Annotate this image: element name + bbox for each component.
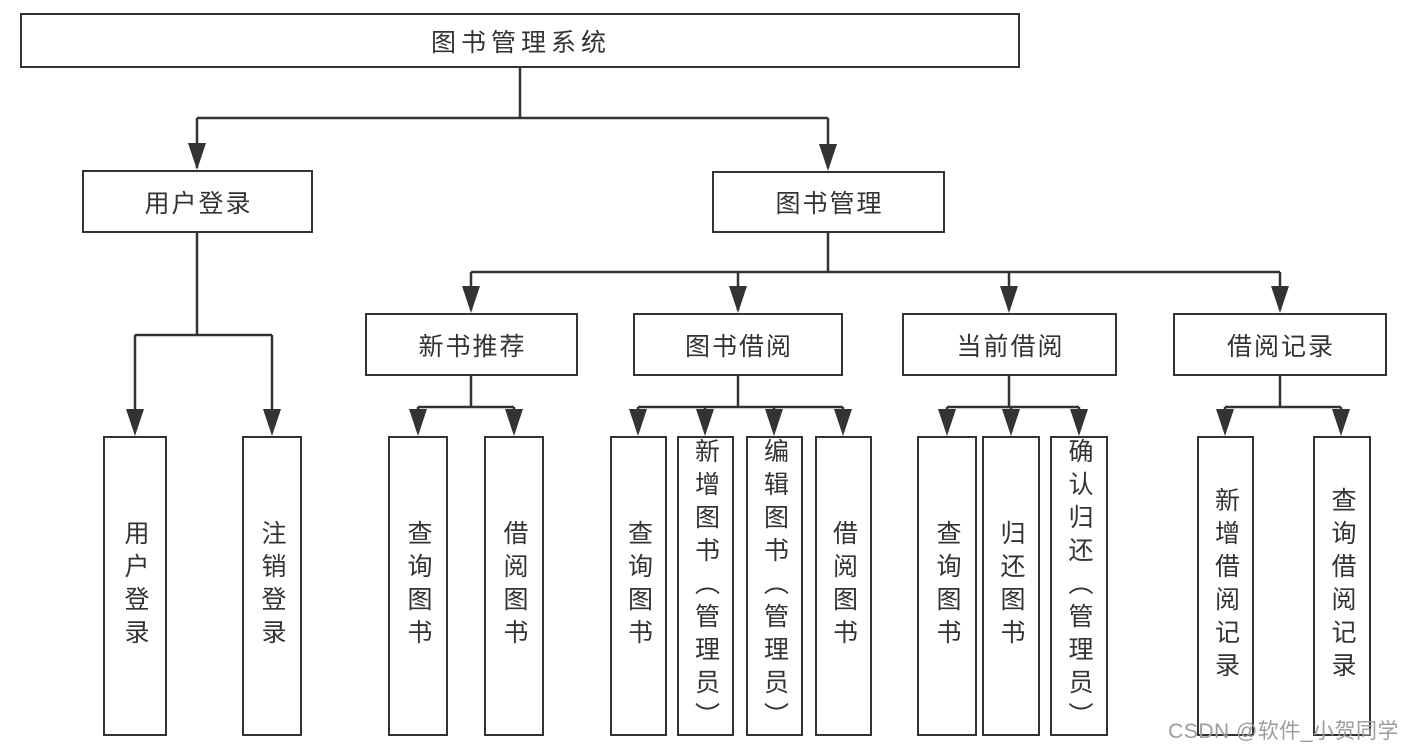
leaf-logout: 注销登录 [242, 436, 302, 736]
leaf-cb-query-books: 查询图书 [917, 436, 977, 736]
leaf-user-login: 用户登录 [103, 436, 167, 736]
node-label: 用户登录 [144, 189, 253, 218]
leaf-br-query-borrow-record: 查询借阅记录 [1313, 436, 1371, 736]
leaf-label: 编辑图书（管理员） [760, 437, 789, 735]
leaf-label: 借阅图书 [500, 520, 528, 652]
node-book-borrowing: 图书借阅 [633, 313, 843, 376]
leaf-cb-confirm-return-admin: 确认归还（管理员） [1050, 436, 1108, 736]
leaf-cb-return-books: 归还图书 [982, 436, 1040, 736]
node-borrowing-records: 借阅记录 [1173, 313, 1387, 376]
leaf-label: 查询借阅记录 [1328, 487, 1356, 685]
leaf-label: 归还图书 [997, 520, 1025, 652]
node-label: 图书管理系统 [430, 28, 611, 57]
leaf-bb-edit-books-admin: 编辑图书（管理员） [746, 436, 803, 736]
leaf-bb-borrow-books: 借阅图书 [815, 436, 872, 736]
node-user-login: 用户登录 [82, 170, 313, 233]
leaf-bb-add-books-admin: 新增图书（管理员） [677, 436, 734, 736]
node-new-book-recommendation: 新书推荐 [365, 313, 578, 376]
csdn-watermark: CSDN @软件_小贺同学 [1168, 720, 1399, 743]
leaf-label: 新增借阅记录 [1211, 487, 1240, 685]
leaf-nbr-borrow-books: 借阅图书 [484, 436, 544, 736]
node-book-management: 图书管理 [712, 171, 945, 233]
leaf-bb-query-books: 查询图书 [610, 436, 667, 736]
leaf-label: 用户登录 [121, 520, 149, 652]
leaf-label: 注销登录 [258, 520, 286, 652]
leaf-label: 查询图书 [624, 520, 653, 652]
leaf-label: 新增图书（管理员） [691, 437, 720, 735]
node-label: 借阅记录 [1226, 332, 1335, 361]
node-library-management-system: 图书管理系统 [20, 13, 1020, 68]
leaf-label: 查询图书 [404, 520, 432, 652]
node-label: 图书借阅 [684, 332, 793, 361]
connector-paths [133, 68, 1343, 432]
leaf-label: 借阅图书 [829, 520, 858, 652]
arrowheads [126, 143, 1350, 436]
node-current-borrowing: 当前借阅 [902, 313, 1117, 376]
leaf-br-add-borrow-record: 新增借阅记录 [1197, 436, 1254, 736]
leaf-label: 确认归还（管理员） [1065, 437, 1093, 735]
node-label: 图书管理 [775, 190, 884, 218]
leaf-nbr-query-books: 查询图书 [388, 436, 448, 736]
node-label: 当前借阅 [956, 332, 1065, 361]
leaf-label: 查询图书 [933, 520, 961, 652]
node-label: 新书推荐 [418, 332, 527, 361]
